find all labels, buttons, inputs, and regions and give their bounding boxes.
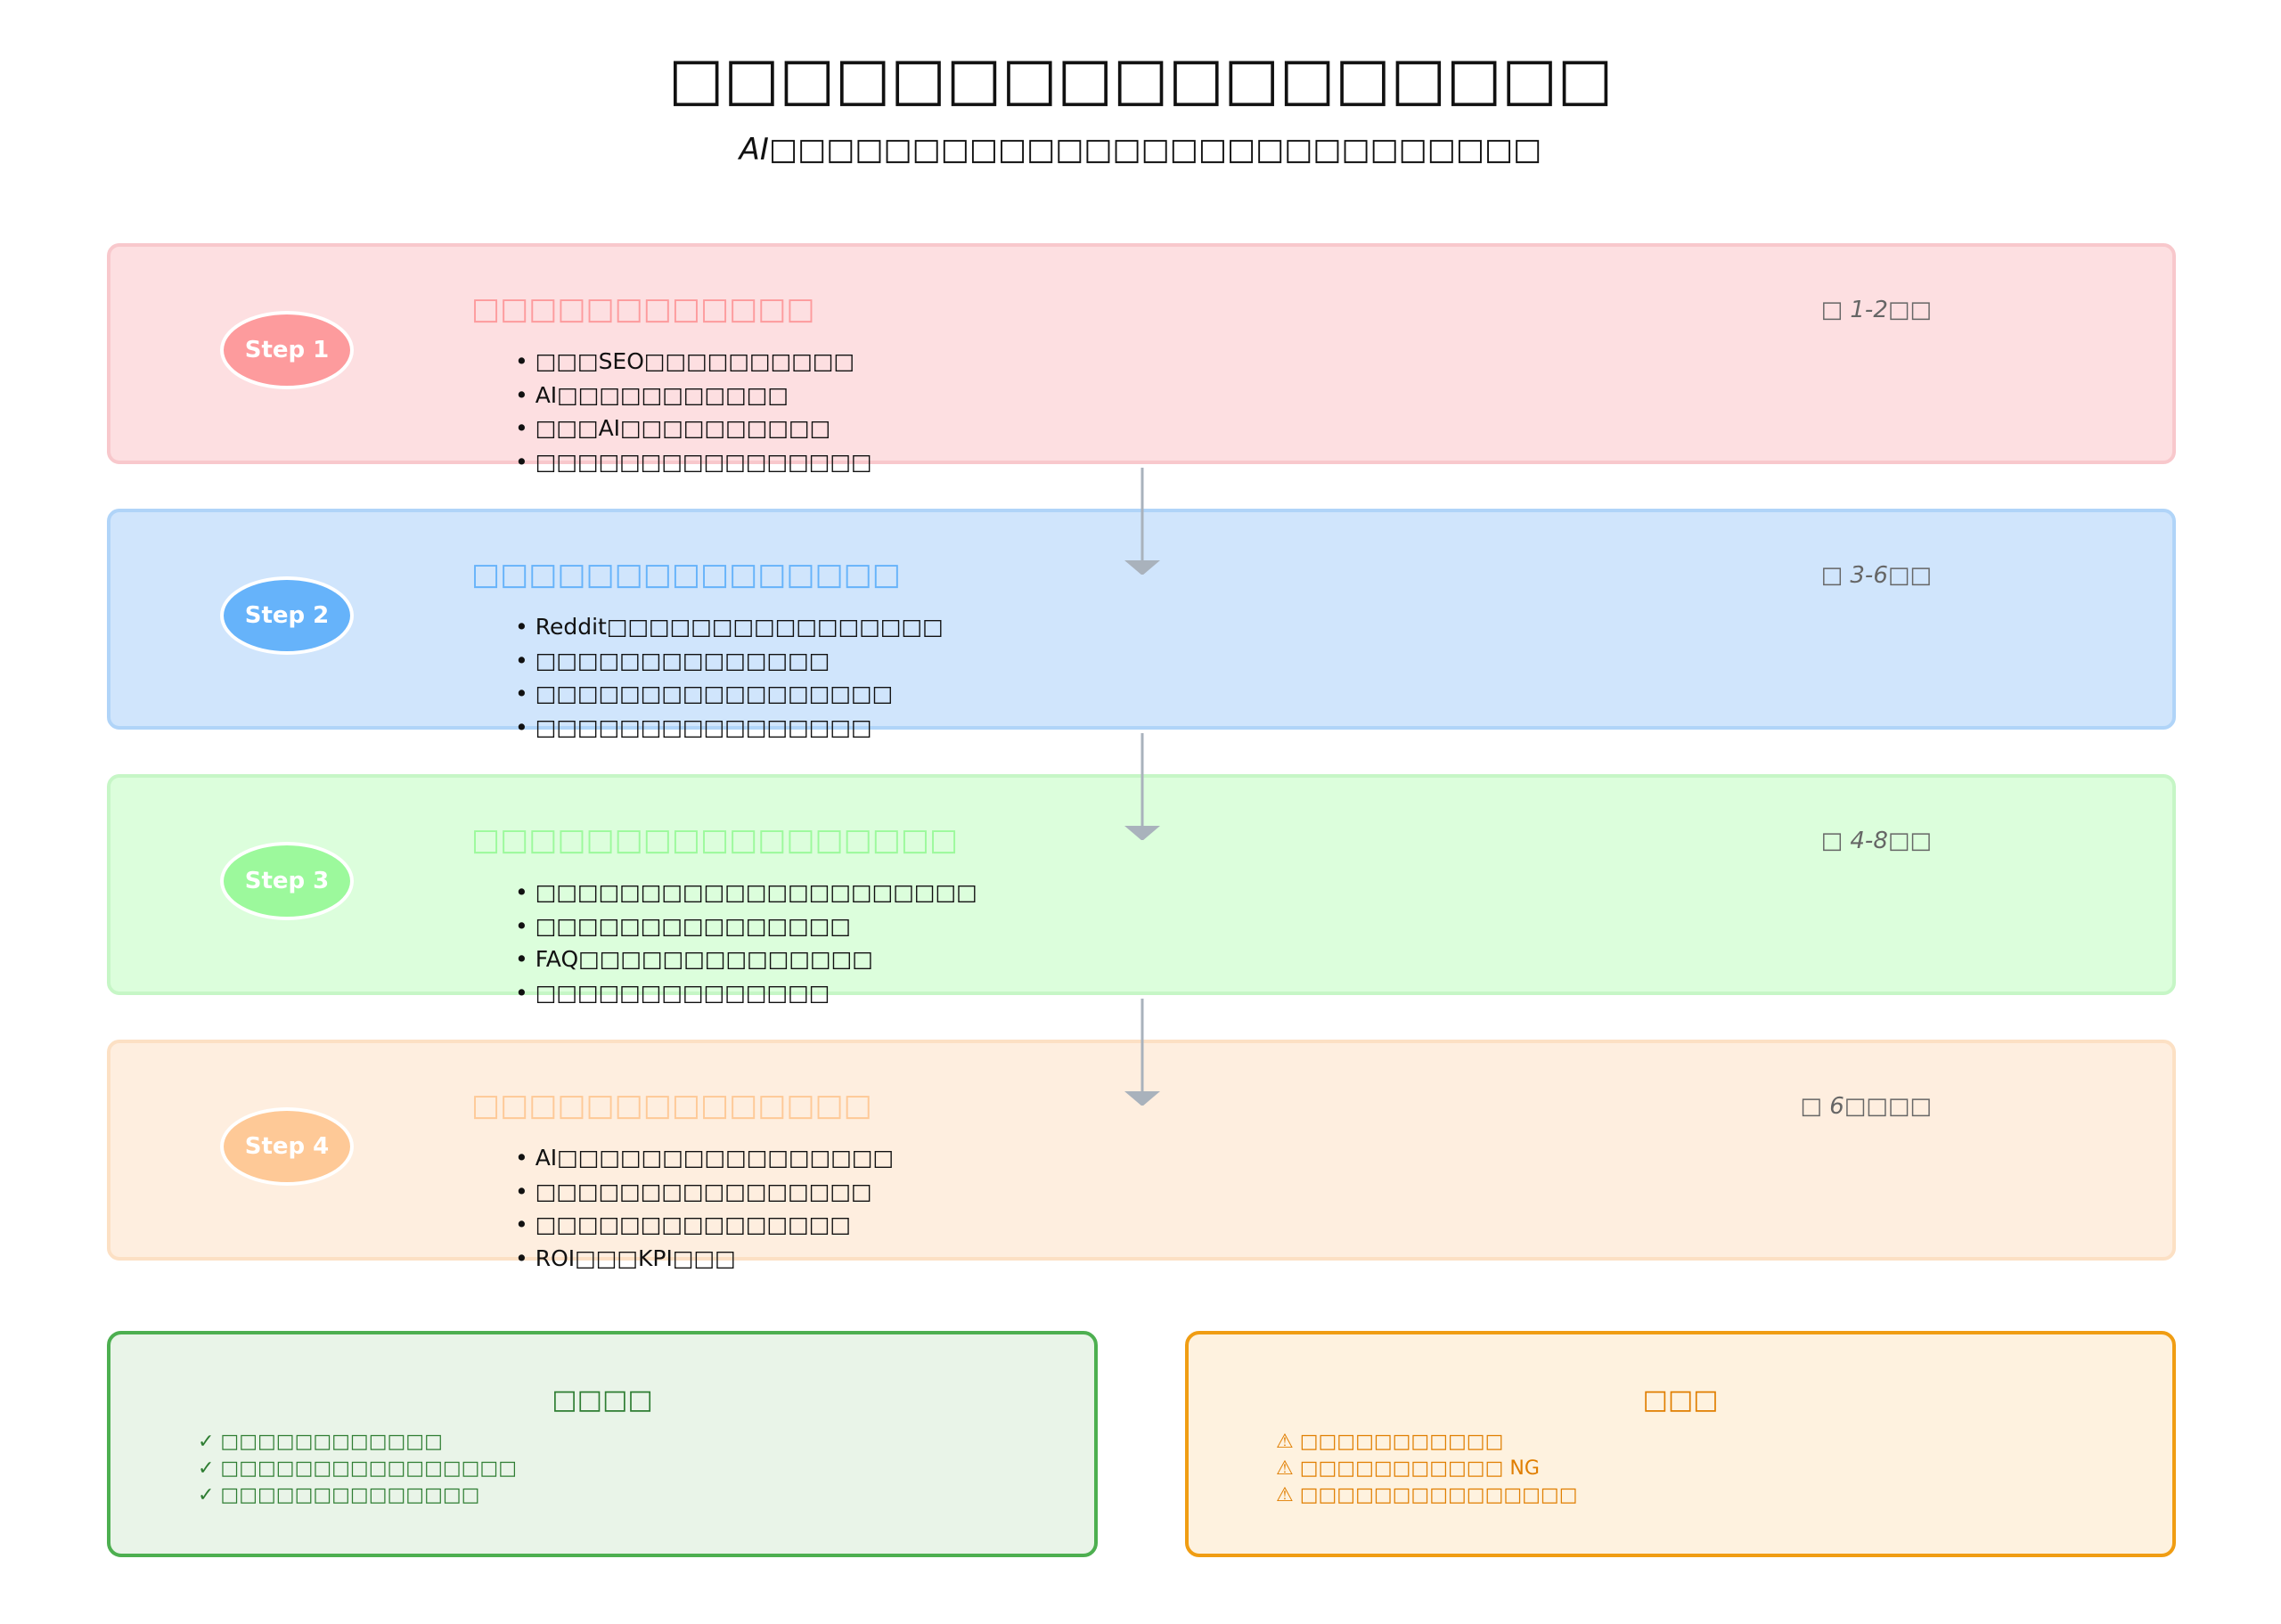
list-item: □□□□□□□□□□□□□□ xyxy=(515,976,977,1010)
step-4-badge: Step 4 xyxy=(220,1107,354,1186)
step-4-duration: □ 6□□□□ xyxy=(1800,1093,1932,1120)
step-2-title: □□□□□□□□□□□□□□□ xyxy=(471,557,901,592)
list-item: □□□□□□□□□□□□□□□□ xyxy=(515,445,872,479)
step-1-duration: □ 1-2□□ xyxy=(1820,297,1932,323)
list-item: ⚠ □□□□□□□□□□□□□□□ xyxy=(1276,1484,1578,1506)
connector-arrow-2 xyxy=(1124,733,1160,840)
cautions-box: □□□ ⚠ □□□□□□□□□□□ ⚠ □□□□□□□□□□□ NG ⚠ □□□… xyxy=(1185,1331,2176,1557)
list-item: □□□SEO□□□□□□□□□□ xyxy=(515,345,872,379)
step-1-card: Step 1 □□□□□□□□□□□□ □ 1-2□□ □□□SEO□□□□□□… xyxy=(107,243,2176,475)
cautions-title: □□□ xyxy=(1642,1384,1719,1416)
list-item: FAQ□□□□□□□□□□□□□□ xyxy=(515,943,977,976)
step-3-list: □□□□□□□□□□□□□□□□□□□□□ □□□□□□□□□□□□□□□ FA… xyxy=(515,876,977,1009)
list-item: ROI□□□KPI□□□ xyxy=(515,1242,894,1276)
step-3-duration: □ 4-8□□ xyxy=(1820,828,1932,854)
list-item: □□□□□□□□□□□□□□□□□□□□□ xyxy=(515,876,977,910)
step-2-list: Reddit□□□□□□□□□□□□□□□□ □□□□□□□□□□□□□□ □□… xyxy=(515,610,944,744)
list-item: ✓ □□□□□□□□□□□□□□□□ xyxy=(198,1457,518,1480)
step-4-list: AI□□□□□□□□□□□□□□□□ □□□□□□□□□□□□□□□□ □□□□… xyxy=(515,1141,894,1275)
page-subtitle: AI□□□□□□□□□□□□□□□□□□□□□□□□□□□ xyxy=(739,132,1542,167)
list-item: □□□□□□□□□□□□□□ xyxy=(515,644,944,678)
step-3-badge: Step 3 xyxy=(220,842,354,920)
list-item: ✓ □□□□□□□□□□□□ xyxy=(198,1431,443,1453)
cautions-list: ⚠ □□□□□□□□□□□ ⚠ □□□□□□□□□□□ NG ⚠ □□□□□□□… xyxy=(1276,1429,1578,1509)
list-item: AI□□□□□□□□□□□□□□□□ xyxy=(515,1141,894,1175)
step-2-duration: □ 3-6□□ xyxy=(1820,562,1932,589)
page-title: □□□□□□□□□□□□□□□□□ xyxy=(667,45,1614,113)
list-item: □□□□□□□□□□□□□□□ xyxy=(515,910,977,943)
connector-arrow-1 xyxy=(1124,468,1160,575)
list-item: □□□AI□□□□□□□□□□ xyxy=(515,412,872,445)
step-1-title: □□□□□□□□□□□□ xyxy=(471,291,815,327)
list-item: □□□□□□□□□□□□□□□□ xyxy=(515,711,944,745)
success-factors-list: ✓ □□□□□□□□□□□□ ✓ □□□□□□□□□□□□□□□□ ✓ □□□□… xyxy=(198,1429,517,1509)
list-item: ⚠ □□□□□□□□□□□ xyxy=(1276,1431,1504,1453)
connector-arrow-3 xyxy=(1124,999,1160,1106)
list-item: ⚠ □□□□□□□□□□□ NG xyxy=(1276,1457,1540,1480)
list-item: ✓ □□□□□□□□□□□□□□ xyxy=(198,1484,480,1506)
success-factors-box: □□□□ ✓ □□□□□□□□□□□□ ✓ □□□□□□□□□□□□□□□□ ✓… xyxy=(107,1331,1098,1557)
list-item: Reddit□□□□□□□□□□□□□□□□ xyxy=(515,610,944,644)
list-item: □□□□□□□□□□□□□□□ xyxy=(515,1208,894,1242)
step-4-title: □□□□□□□□□□□□□□ xyxy=(471,1088,872,1123)
step-1-list: □□□SEO□□□□□□□□□□ AI□□□□□□□□□□□ □□□AI□□□□… xyxy=(515,345,872,478)
step-1-badge: Step 1 xyxy=(220,311,354,389)
list-item: □□□□□□□□□□□□□□□□ xyxy=(515,1175,894,1209)
step-2-badge: Step 2 xyxy=(220,576,354,655)
list-item: □□□□□□□□□□□□□□□□□ xyxy=(515,677,944,711)
step-3-title: □□□□□□□□□□□□□□□□□ xyxy=(471,822,959,858)
list-item: AI□□□□□□□□□□□ xyxy=(515,379,872,412)
success-factors-title: □□□□ xyxy=(552,1384,653,1416)
